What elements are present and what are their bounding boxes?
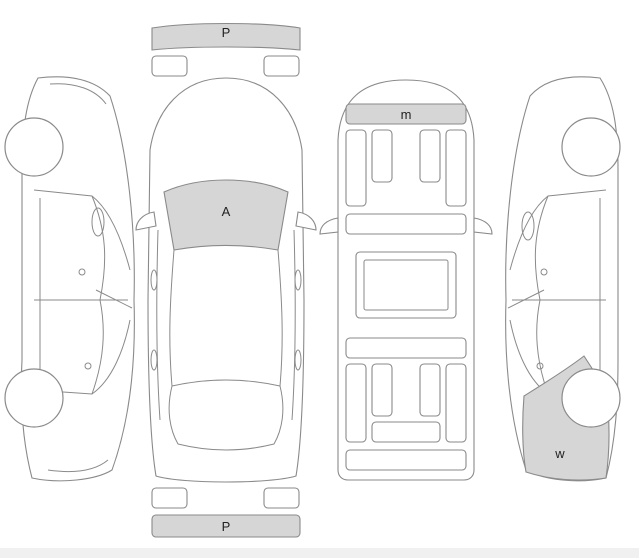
rear-right-light [263,487,300,509]
left-front-wheel [4,117,64,177]
windshield-label: A [222,204,231,219]
rear-quarter-label: w [554,446,565,461]
front-left-light [151,55,188,77]
roof-marked [345,103,467,125]
rear-bumper-marked [151,514,301,538]
left-side-view [4,76,135,482]
bottom-strip [0,548,639,558]
interior-view: m [319,79,493,481]
right-side-view: w [505,76,621,482]
right-rear-wheel [561,368,621,428]
roof-label: m [401,107,412,122]
right-front-wheel [561,117,621,177]
top-view: P A P [135,22,317,538]
front-bumper-label: P [222,25,231,40]
front-right-light [263,55,300,77]
rear-left-light [151,487,188,509]
rear-bumper-label: P [222,519,231,534]
front-bumper-marked [151,22,301,51]
left-rear-wheel [4,368,64,428]
windshield-marked [163,179,289,251]
top-view-body [147,77,305,483]
